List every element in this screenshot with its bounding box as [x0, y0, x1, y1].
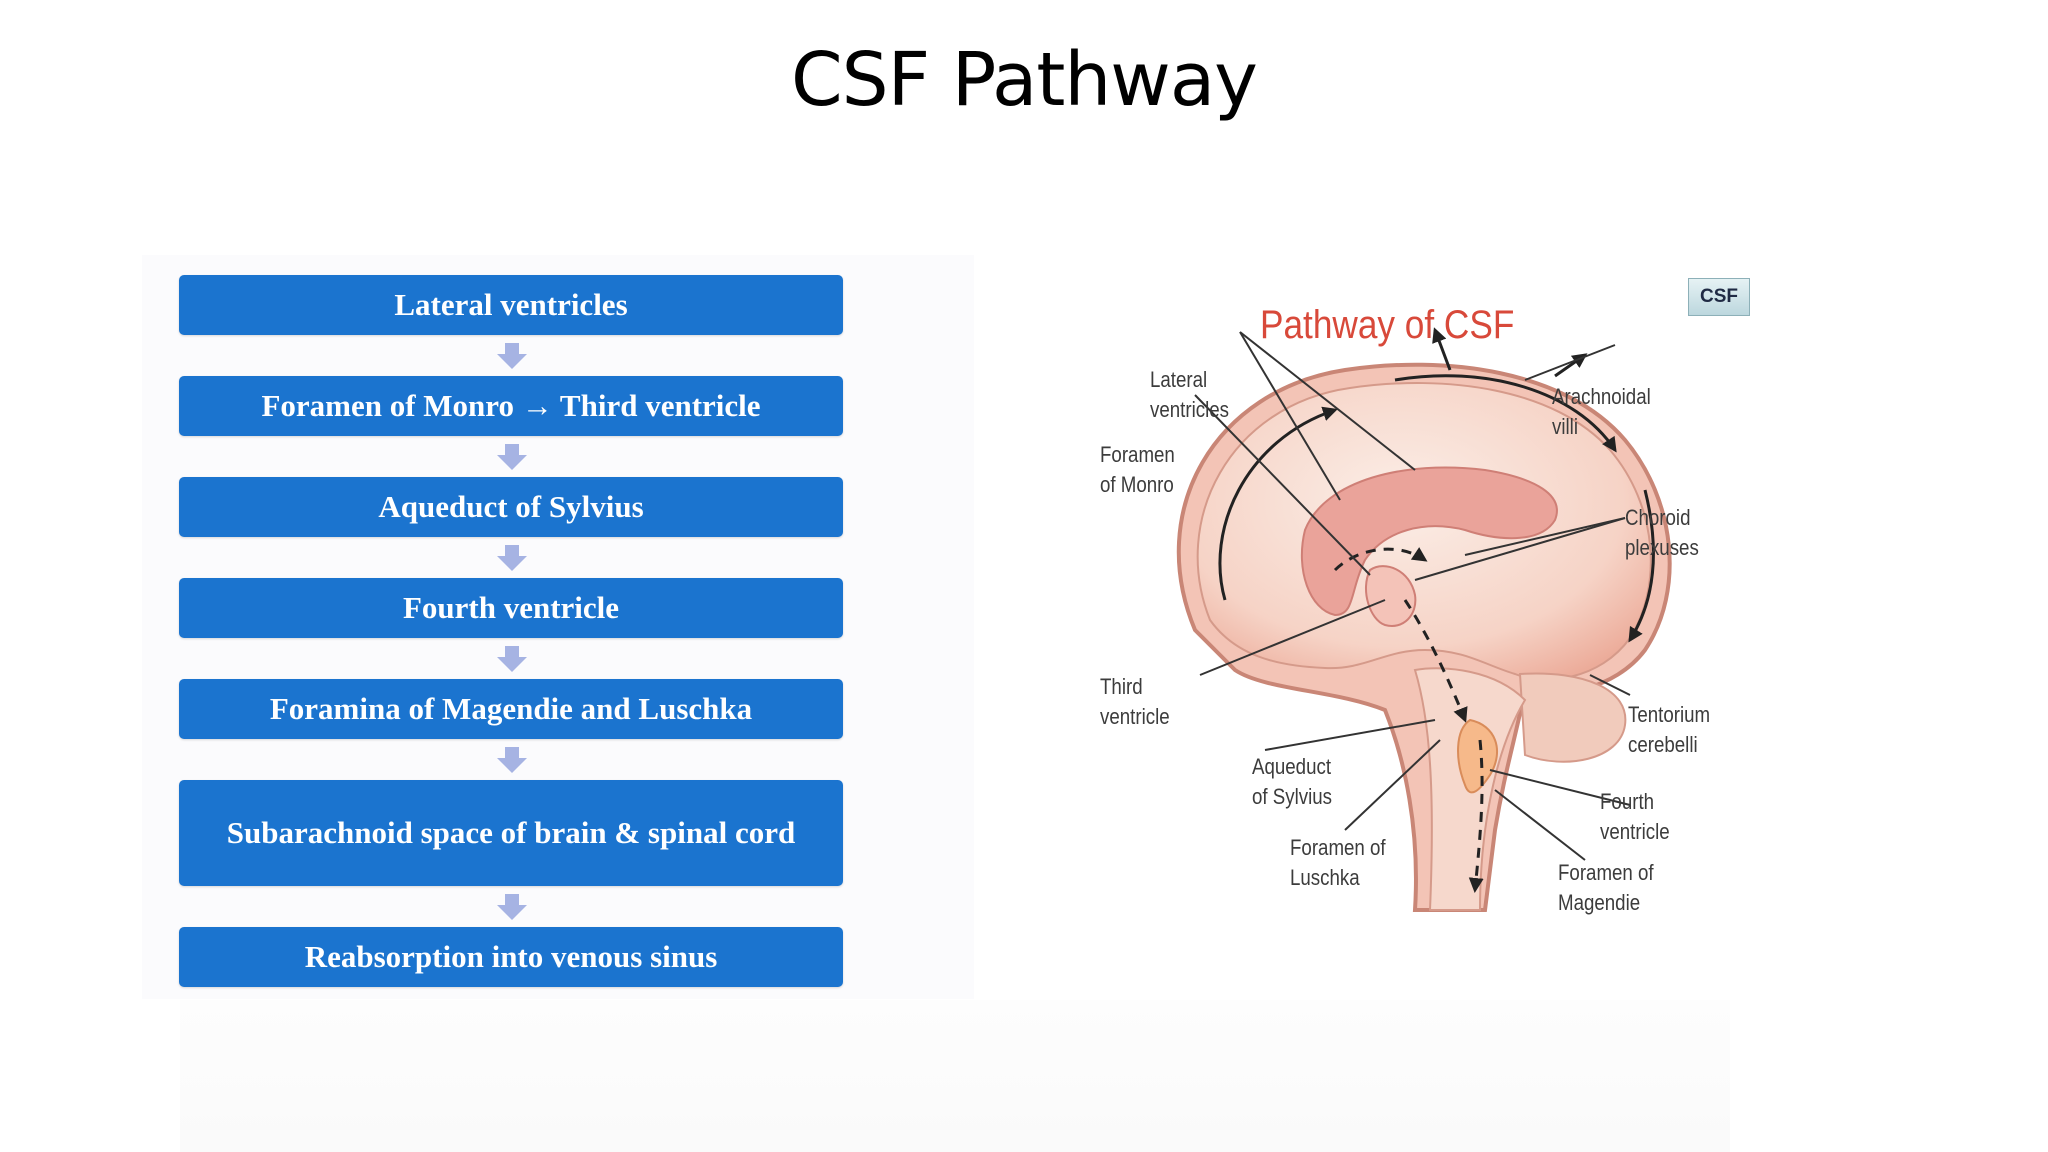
flow-step-foramina: Foramina of Magendie and Luschka [179, 679, 843, 739]
background-fade [180, 1000, 1730, 1152]
flow-step-aqueduct: Aqueduct of Sylvius [179, 477, 843, 537]
down-arrow-icon [497, 545, 527, 571]
flow-step-subarachnoid: Subarachnoid space of brain & spinal cor… [179, 780, 843, 886]
flow-step-lateral-ventricles: Lateral ventricles [179, 275, 843, 335]
flow-step-reabsorption: Reabsorption into venous sinus [179, 927, 843, 987]
slide-title: CSF Pathway [0, 30, 2048, 130]
down-arrow-icon [497, 646, 527, 672]
down-arrow-icon [497, 343, 527, 369]
down-arrow-icon [497, 444, 527, 470]
flowchart-panel: Lateral ventricles Foramen of Monro → Th… [142, 255, 974, 999]
down-arrow-icon [497, 894, 527, 920]
flow-step-foramen-monro: Foramen of Monro → Third ventricle [179, 376, 843, 436]
down-arrow-icon [497, 747, 527, 773]
flow-step-fourth-ventricle: Fourth ventricle [179, 578, 843, 638]
